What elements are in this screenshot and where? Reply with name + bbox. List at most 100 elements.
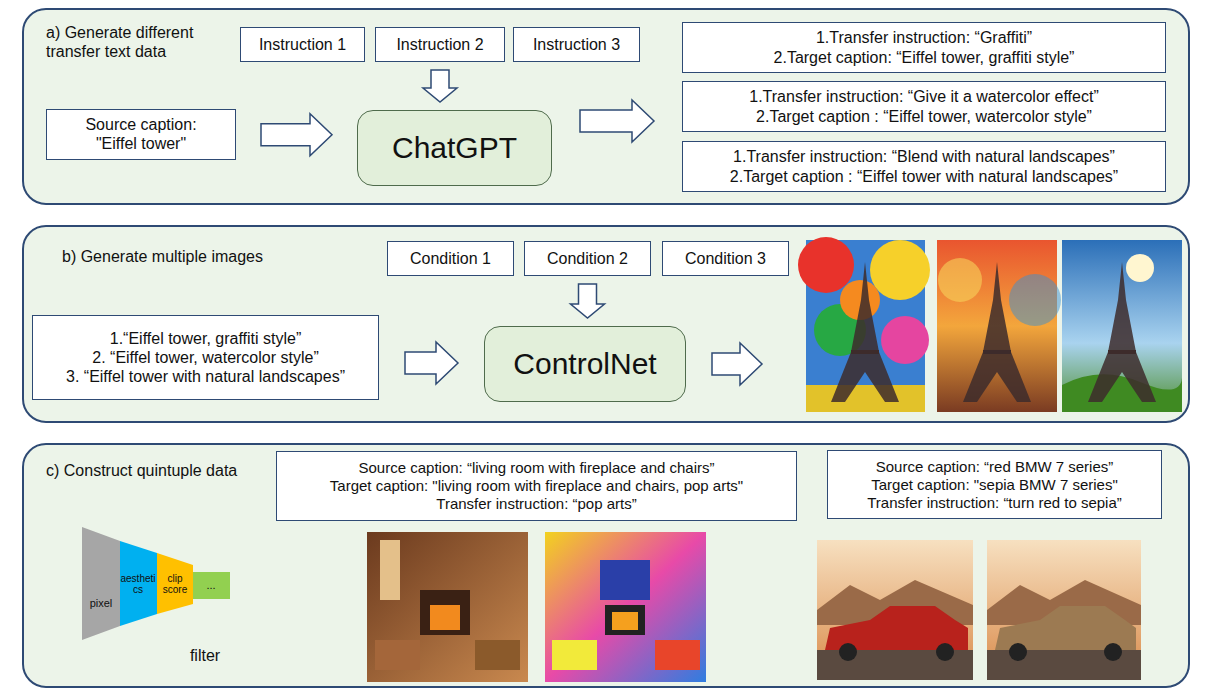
filter-stage-label: clip score [157,573,193,595]
text-box: Instruction 3 [513,27,640,62]
illustration-part [430,605,460,630]
pop-art-room-image [545,532,706,682]
illustration-part [839,643,857,661]
box-text: Transfer instruction: “turn red to sepia… [867,494,1122,512]
box-text: Transfer instruction: “pop arts” [436,495,636,513]
box-text: Source caption: “living room with firepl… [359,459,715,477]
illustration-part [367,532,528,682]
block-arrow [261,114,332,156]
illustration-part [1009,274,1061,326]
illustration-part [605,605,645,635]
illustration-part [193,572,230,599]
illustration-part [655,640,700,670]
box-text: 1.Transfer instruction: “Graffiti” [816,28,1032,47]
block-arrow [405,342,458,384]
illustration-part [375,640,420,670]
block-arrow [580,100,654,142]
box-text: Condition 1 [410,249,491,268]
text-box: Instruction 2 [375,27,505,62]
illustration-part [1062,240,1182,412]
box-text: Source caption: “red BMW 7 series” [876,458,1114,476]
block-arrow [423,70,457,102]
text-box: Condition 1 [387,241,514,276]
box-text: 1.Transfer instruction: “Blend with natu… [733,147,1115,166]
box-text: 2.Target caption : “Eiffel tower with na… [730,167,1118,186]
filter-stage-label: pixel [83,597,119,609]
illustration-part [545,532,706,682]
model-box: ChatGPT [357,110,552,186]
living-room-image [367,532,528,682]
illustration-part [798,237,854,293]
text-box: Source caption: “red BMW 7 series”Target… [827,450,1162,519]
text-box: Condition 3 [662,241,789,276]
box-text: 2.Target caption : “Eiffel tower, waterc… [756,107,1092,126]
illustration-part [475,640,520,670]
panel-ground [23,444,1189,687]
model-box: ControlNet [484,326,686,402]
box-text: Instruction 1 [259,35,346,54]
filter-funnel [82,527,230,640]
text-box: Source caption:"Eiffel tower" [46,109,236,160]
block-arrow [712,343,762,385]
box-text: 3. “Eiffel tower with natural landscapes… [66,367,345,386]
box-text: 2.Target caption: “Eiffel tower, graffit… [774,48,1075,67]
panel-heading: a) Generate different transfer text data [46,23,246,61]
text-box: 1.“Eiffel tower, graffiti style”2. “Eiff… [32,315,379,400]
illustration-part [936,643,954,661]
box-text: Source caption: [85,115,196,134]
text-box: Source caption: “living room with firepl… [276,451,797,521]
box-text: Target caption: "sepia BMW 7 series" [871,476,1118,494]
illustration-part [987,540,1141,680]
filter-stage-label: ... [193,579,229,591]
text-box: 1.Transfer instruction: “Blend with natu… [682,141,1166,192]
watercolor-image [937,240,1061,412]
illustration-part [870,240,930,300]
panel-heading: c) Construct quintuple data [46,461,346,480]
illustration-part [612,612,638,630]
illustration-part [817,540,973,680]
box-text: ControlNet [513,346,656,382]
box-text: 1.Transfer instruction: “Give it a water… [749,87,1098,106]
funnel-caption: filter [175,647,235,665]
illustration-part [937,240,1057,412]
text-box: 1.Transfer instruction: “Graffiti”2.Targ… [682,22,1166,73]
panel-ground [23,9,1189,204]
graffiti-image [798,237,930,412]
text-box: 1.Transfer instruction: “Give it a water… [682,81,1166,132]
illustration-part [1062,374,1182,412]
box-text: ChatGPT [392,130,517,166]
text-box: Condition 2 [524,241,651,276]
box-text: Instruction 3 [533,35,620,54]
illustration-part [806,385,925,412]
illustration-part [1104,643,1122,661]
illustration-part [600,560,650,600]
panel-ground [23,226,1189,422]
illustration-part [963,262,1031,402]
illustration-part [380,540,400,600]
red-car-image [817,540,973,680]
box-text: 1.“Eiffel tower, graffiti style” [110,329,301,348]
illustration-part [1009,643,1027,661]
illustration-part [938,258,982,302]
landscape-image [1062,240,1182,412]
illustration-part [552,640,597,670]
box-text: "Eiffel tower" [96,134,186,153]
illustration-part [82,527,120,640]
box-text: Condition 3 [685,249,766,268]
block-arrow [571,284,605,318]
illustration-part [157,553,193,614]
filter-stage-label: aesthetics [120,573,156,595]
box-text: Instruction 2 [396,35,483,54]
box-text: 2. “Eiffel tower, watercolor style” [92,348,318,367]
panel-heading: b) Generate multiple images [62,247,362,266]
illustration-part [1126,254,1154,282]
panel-region: b) Generate multiple images Condition 1 Co… [22,225,1190,423]
illustration-part [1088,262,1156,402]
panel-region: a) Generate different transfer text data… [22,8,1190,205]
box-text: Condition 2 [547,249,628,268]
illustration-part [881,316,929,364]
illustration-part [120,541,157,626]
sepia-car-image [987,540,1141,680]
box-text: Target caption: "living room with firepl… [330,477,743,495]
